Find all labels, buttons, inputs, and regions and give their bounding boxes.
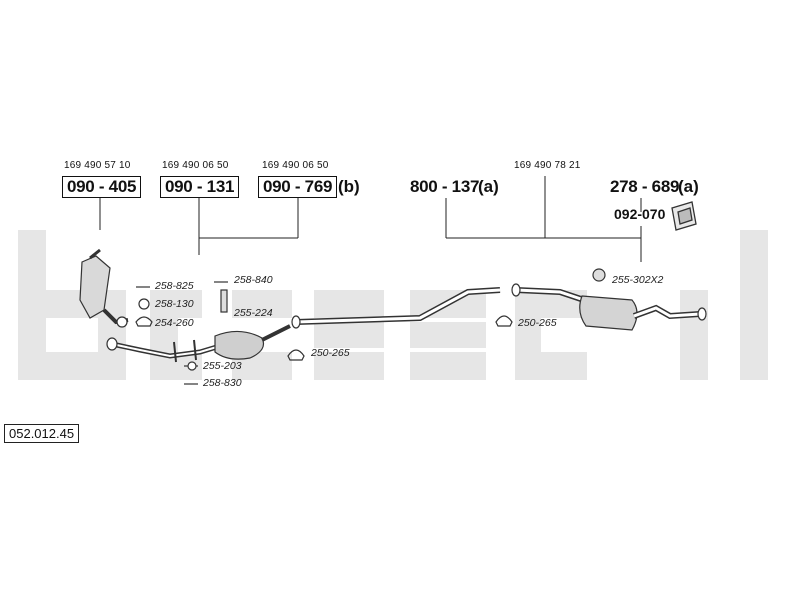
- part-suffix: (a): [478, 177, 499, 196]
- rubber-mount-icon: [220, 268, 606, 313]
- part-number[interactable]: 090 - 769: [258, 176, 338, 198]
- oem-number: 169 490 57 10: [64, 160, 131, 171]
- middle-pipe: [291, 287, 501, 329]
- front-pipe-dpf: [79, 248, 129, 328]
- part-suffix: (a): [678, 177, 699, 196]
- fitting-ref[interactable]: 258-830: [203, 377, 242, 389]
- part-number[interactable]: 278 - 689: [610, 177, 680, 196]
- oem-number: 169 490 06 50: [262, 160, 329, 171]
- fitting-ref[interactable]: 254-260: [155, 317, 194, 329]
- fitting-ref[interactable]: 255-224: [234, 307, 273, 319]
- rear-muffler: [511, 283, 707, 331]
- fitting-ref[interactable]: 258-130: [155, 298, 194, 310]
- gasket-ring-icon: [138, 298, 197, 371]
- oem-number: 169 490 78 21: [514, 160, 581, 171]
- fitting-ref[interactable]: 250-265: [311, 347, 350, 359]
- fitting-ref[interactable]: 255-302X2: [612, 274, 664, 286]
- part-number[interactable]: 090 - 405: [62, 176, 142, 198]
- reference-lines: [99, 176, 642, 262]
- mounting-kit-number[interactable]: 092-070: [614, 206, 666, 222]
- fitting-ref[interactable]: 258-840: [234, 274, 273, 286]
- diagram-code: 052.012.45: [4, 424, 80, 443]
- catalyst-pipe: [106, 324, 291, 363]
- part-suffix: (b): [338, 177, 360, 196]
- mounting-kit-icon: [671, 201, 697, 231]
- fitting-ref[interactable]: 255-203: [203, 360, 242, 372]
- fitting-ref[interactable]: 250-265: [518, 317, 557, 329]
- part-number[interactable]: 090 - 131: [160, 176, 240, 198]
- fitting-ref[interactable]: 258-825: [155, 280, 194, 292]
- clamp-icon: [135, 315, 513, 361]
- oem-number: 169 490 06 50: [162, 160, 229, 171]
- part-number[interactable]: 800 - 137: [410, 177, 480, 196]
